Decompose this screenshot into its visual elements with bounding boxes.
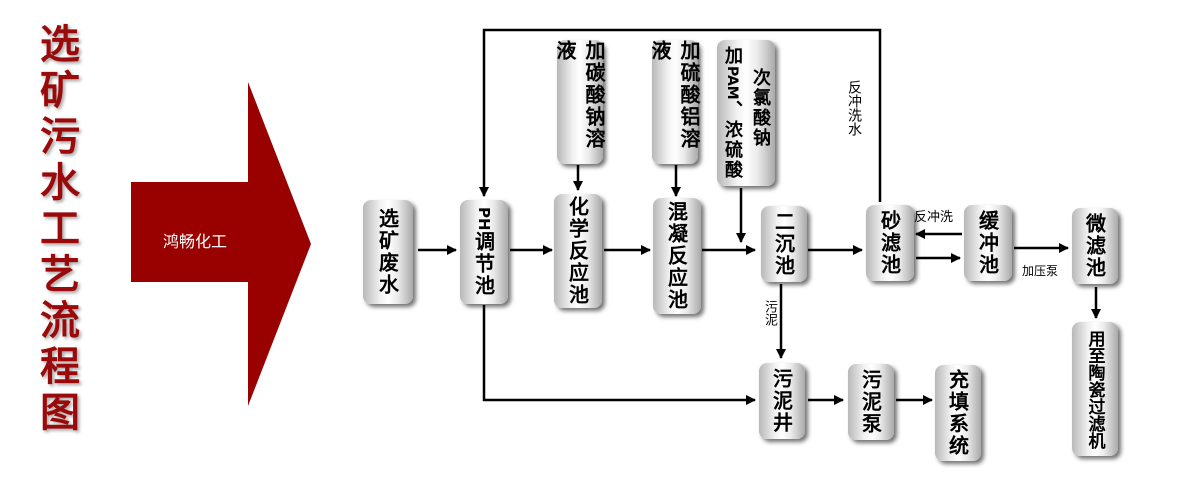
dose-alum[interactable]: 加硫酸铝溶液 <box>648 40 701 164</box>
ph-prefix: PH <box>475 207 493 231</box>
label-backwash: 反冲洗 <box>914 210 954 225</box>
node-sludge-well[interactable]: 污泥井 <box>759 363 805 439</box>
node-sand-filter[interactable]: 砂滤池 <box>866 205 914 281</box>
title-char: 程 <box>40 343 80 390</box>
title-char: 工 <box>40 205 80 252</box>
node-sludge-pump[interactable]: 污泥泵 <box>848 364 894 440</box>
node-raw-water[interactable]: 选矿废水 <box>363 200 413 304</box>
label-booster-pump: 加压泵 <box>1022 264 1059 278</box>
node-micro-filter[interactable]: 微滤池 <box>1072 208 1118 284</box>
node-fill-system[interactable]: 充填系统 <box>935 365 981 461</box>
node-ceramic-filter[interactable]: 用至陶瓷过滤机 <box>1072 322 1118 456</box>
title-char: 艺 <box>40 251 80 298</box>
page-title: 选 矿 污 水 工 艺 流 程 图 <box>20 22 100 436</box>
title-char: 矿 <box>40 67 80 114</box>
title-char: 流 <box>40 297 80 344</box>
node-ph-tank[interactable]: PH 调节池 <box>460 200 508 304</box>
arrow-backwash-loop <box>479 28 882 202</box>
node-chem-reactor[interactable]: 化学反应池 <box>554 194 602 308</box>
node-buffer-tank[interactable]: 缓冲池 <box>964 205 1012 281</box>
title-char: 水 <box>40 159 80 206</box>
dose-sodium-carbonate[interactable]: 加碳酸钠溶液 <box>553 40 606 164</box>
dose-pam[interactable]: 加 PAM 、浓硫酸 次氯酸钠 <box>717 40 775 186</box>
title-char: 污 <box>40 113 80 160</box>
node-secondary-settling[interactable]: 二沉池 <box>761 206 807 282</box>
company-label: 鸿畅化工 <box>162 232 227 251</box>
label-backwash-water: 反冲洗水 <box>846 80 862 136</box>
big-arrow-icon <box>131 82 311 406</box>
title-char: 选 <box>40 21 80 68</box>
label-sludge: 污泥 <box>762 300 777 326</box>
pam-text: PAM <box>724 66 740 100</box>
node-coag-reactor[interactable]: 混凝反应池 <box>653 198 701 314</box>
arrow-ph-to-sludge-well <box>482 305 756 405</box>
title-char: 图 <box>40 389 80 436</box>
